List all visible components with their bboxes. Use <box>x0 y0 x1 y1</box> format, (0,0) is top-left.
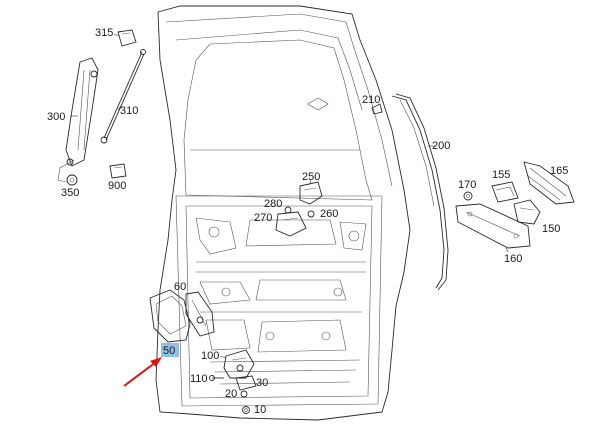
part-280-screw <box>284 206 292 214</box>
label-260: 260 <box>320 208 338 220</box>
part-20-screw <box>240 390 248 398</box>
label-310: 310 <box>120 105 138 117</box>
part-110-bolt <box>209 375 224 381</box>
label-100: 100 <box>201 350 219 362</box>
label-300: 300 <box>47 111 65 123</box>
label-50: 50 <box>163 345 175 357</box>
part-60-actuator <box>185 291 215 337</box>
part-155-bracket <box>491 181 519 203</box>
part-165-lamp <box>523 161 575 205</box>
part-250-bracket <box>299 179 323 205</box>
part-160-housing <box>455 203 531 253</box>
label-200: 200 <box>432 140 450 152</box>
label-155: 155 <box>492 169 510 181</box>
label-280: 280 <box>264 198 282 210</box>
part-210-clip <box>371 103 383 115</box>
part-30-plate <box>235 375 257 391</box>
label-165: 165 <box>550 165 568 177</box>
label-315: 315 <box>95 27 113 39</box>
part-315-bracket <box>113 29 137 47</box>
part-50-cover <box>149 289 191 343</box>
label-270: 270 <box>254 212 272 224</box>
label-210: 210 <box>362 94 380 106</box>
part-900-clip <box>109 163 127 179</box>
label-900: 900 <box>108 180 126 192</box>
label-30: 30 <box>256 377 268 389</box>
part-270-handle <box>275 211 307 237</box>
part-310-rod <box>100 49 146 144</box>
highlight-box-50 <box>161 343 179 357</box>
label-60: 60 <box>174 281 186 293</box>
part-350-nut <box>66 174 78 186</box>
part-200-seal <box>391 93 449 291</box>
part-300-strut <box>57 57 99 183</box>
label-110: 110 <box>190 373 208 385</box>
part-100-latch <box>219 349 255 379</box>
label-160: 160 <box>504 253 522 265</box>
label-20: 20 <box>225 388 237 400</box>
label-150: 150 <box>542 223 560 235</box>
label-10: 10 <box>254 404 266 416</box>
label-170: 170 <box>458 179 476 191</box>
red-arrow-icon <box>123 357 162 387</box>
part-10-nut <box>242 406 250 414</box>
tailgate-panel <box>155 5 411 421</box>
part-150-latch <box>513 199 541 225</box>
part-260-nut <box>307 210 315 218</box>
label-250: 250 <box>302 171 320 183</box>
part-170-clip <box>463 191 473 201</box>
label-350: 350 <box>61 187 79 199</box>
